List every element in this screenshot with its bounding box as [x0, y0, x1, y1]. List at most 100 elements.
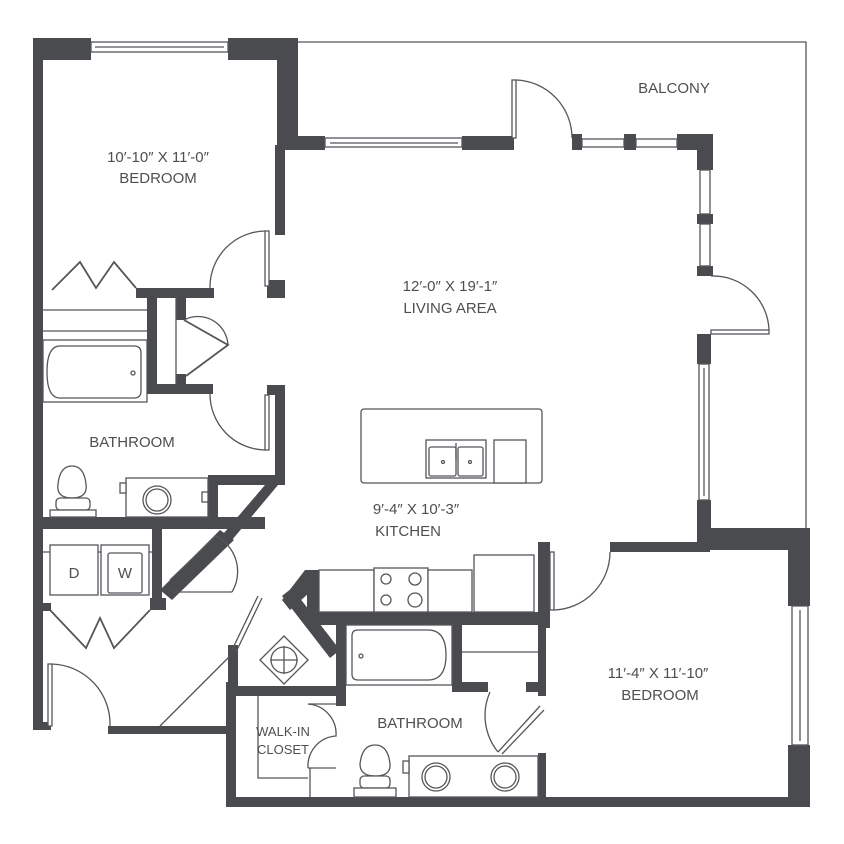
door-entry-swing [51, 663, 111, 727]
wall-bath1-closet-left [147, 288, 157, 394]
wall-diagonal-mech [282, 588, 340, 658]
door-balcony-leaf [511, 79, 517, 139]
wall-left-exterior [33, 38, 43, 730]
window-balcony-right-1 [699, 169, 711, 215]
mechanical-unit [259, 635, 309, 685]
wall-bedroom2-right-lower [788, 745, 810, 807]
dryer-label: D [69, 565, 80, 582]
wall-living-right-pier [697, 214, 713, 224]
wall-bath1-closet-stub2 [176, 374, 186, 386]
door-bath2 [497, 705, 541, 753]
bathtub-bath2 [345, 624, 453, 686]
wall-bath2-top [226, 686, 342, 696]
vanity-bath2 [402, 755, 539, 798]
door-bedroom2-leaf [549, 551, 555, 611]
wall-bedroom2-left-upper [538, 542, 550, 628]
window-balcony-right-2 [699, 223, 711, 267]
wall-bedroom1-right [275, 145, 285, 235]
kitchen-island [360, 408, 543, 484]
wall-bath2-tub-right [452, 620, 462, 690]
wall-bedroom2-left-mid [538, 628, 546, 696]
door-living-right-leaf [710, 329, 770, 335]
wall-hall-bottom [108, 726, 232, 734]
door-hall-diagonal [159, 655, 231, 727]
door-bath1-swing [209, 393, 266, 451]
wall-bath2-tub-bottom [452, 682, 488, 692]
door-entry-leaf [47, 663, 53, 727]
vanity-bath1 [119, 477, 209, 518]
door-laundry [49, 609, 151, 650]
bedroom2-dimensions: 11′-4″ X 11′-10″ [608, 665, 709, 682]
wall-living-top-pier2 [624, 134, 636, 150]
door-bedroom1-leaf [264, 230, 270, 287]
bedroom1-name: BEDROOM [119, 170, 197, 187]
windows [90, 41, 809, 746]
wall-laundry-right [152, 525, 162, 607]
wall-laundry-bottom-right [150, 598, 166, 610]
door-hall-closet-swing [215, 535, 239, 593]
window-balcony-top-1 [581, 138, 625, 148]
bedroom2-name: BEDROOM [621, 687, 699, 704]
refrigerator [473, 554, 535, 613]
door-bath1-leaf [264, 394, 270, 451]
wall-bath1-top [136, 288, 214, 298]
bathroom2-name: BATHROOM [377, 715, 463, 732]
walls [33, 38, 810, 807]
fixtures: D W [42, 298, 543, 798]
toilet-bath1 [49, 465, 97, 518]
wall-bath1-right [208, 475, 218, 527]
door-balcony-swing [515, 79, 573, 139]
living-area-name: LIVING AREA [403, 300, 496, 317]
door-bedroom2-swing [553, 551, 611, 611]
wall-bottom [226, 797, 810, 807]
wall-bedroom2-left-lower [538, 753, 546, 807]
washer-label: W [118, 565, 133, 582]
wall-bath1-closet-bottom [147, 384, 213, 394]
kitchen-dimensions: 9′-4″ X 10′-3″ [373, 501, 460, 518]
balcony-name: BALCONY [638, 80, 710, 97]
wall-bath1-bottom [33, 517, 265, 529]
wall-bath2-left [226, 682, 236, 807]
walkin-closet-name-line1: WALK-IN [256, 724, 310, 739]
toilet-bath2 [353, 744, 397, 798]
wall-bath1-right-top [208, 475, 278, 485]
washer-dryer: D W [43, 544, 152, 596]
walkin-closet-shelf [257, 696, 308, 779]
walkin-closet-name-line2: CLOSET [257, 742, 309, 757]
wall-living-top-pier [572, 134, 582, 150]
living-area-dimensions: 12′-0″ X 19′-1″ [403, 278, 498, 295]
window-balcony-top-2 [635, 138, 678, 148]
wall-hall-left-stub [33, 722, 51, 730]
wall-diagonal-hall [160, 530, 234, 600]
wall-mech-left [228, 645, 238, 690]
door-living-right-swing [710, 275, 770, 331]
wall-bedroom1-right-upper [277, 38, 298, 148]
wall-living-right-pier2 [697, 266, 713, 276]
bathroom1-name: BATHROOM [89, 434, 175, 451]
wall-living-right-upper [697, 134, 713, 170]
bedroom1-dimensions: 10′-10″ X 11′-0″ [107, 149, 210, 166]
doors [47, 79, 770, 769]
wall-bedroom2-right-upper [788, 528, 810, 606]
wall-bedroom2-top [610, 542, 710, 552]
room-labels: 10′-10″ X 11′-0″ BEDROOM 12′-0″ X 19′-1″… [89, 80, 710, 757]
wall-bath1-right-side [275, 385, 285, 485]
door-bedroom1-closet [51, 260, 137, 291]
wall-living-top-left [285, 136, 325, 150]
dishwasher [493, 439, 527, 484]
wall-bedroom2-top-right [697, 528, 810, 550]
wall-laundry-bottom-left [33, 603, 51, 611]
door-walkin-closet [307, 703, 337, 769]
wall-bedroom1-right-lower [267, 280, 285, 298]
kitchen-counter [318, 554, 535, 613]
wall-living-right-lower [697, 334, 711, 364]
wall-bath1-closet-stub [176, 296, 186, 320]
wall-top-bedroom1-left [33, 38, 91, 60]
wall-living-top-mid [462, 136, 514, 150]
wall-kitchen-back [308, 612, 546, 625]
dryer [49, 544, 99, 596]
door-bedroom1-swing [209, 230, 266, 289]
bathtub-bath1 [42, 339, 148, 403]
wall-diagonal-bath1 [218, 485, 278, 540]
